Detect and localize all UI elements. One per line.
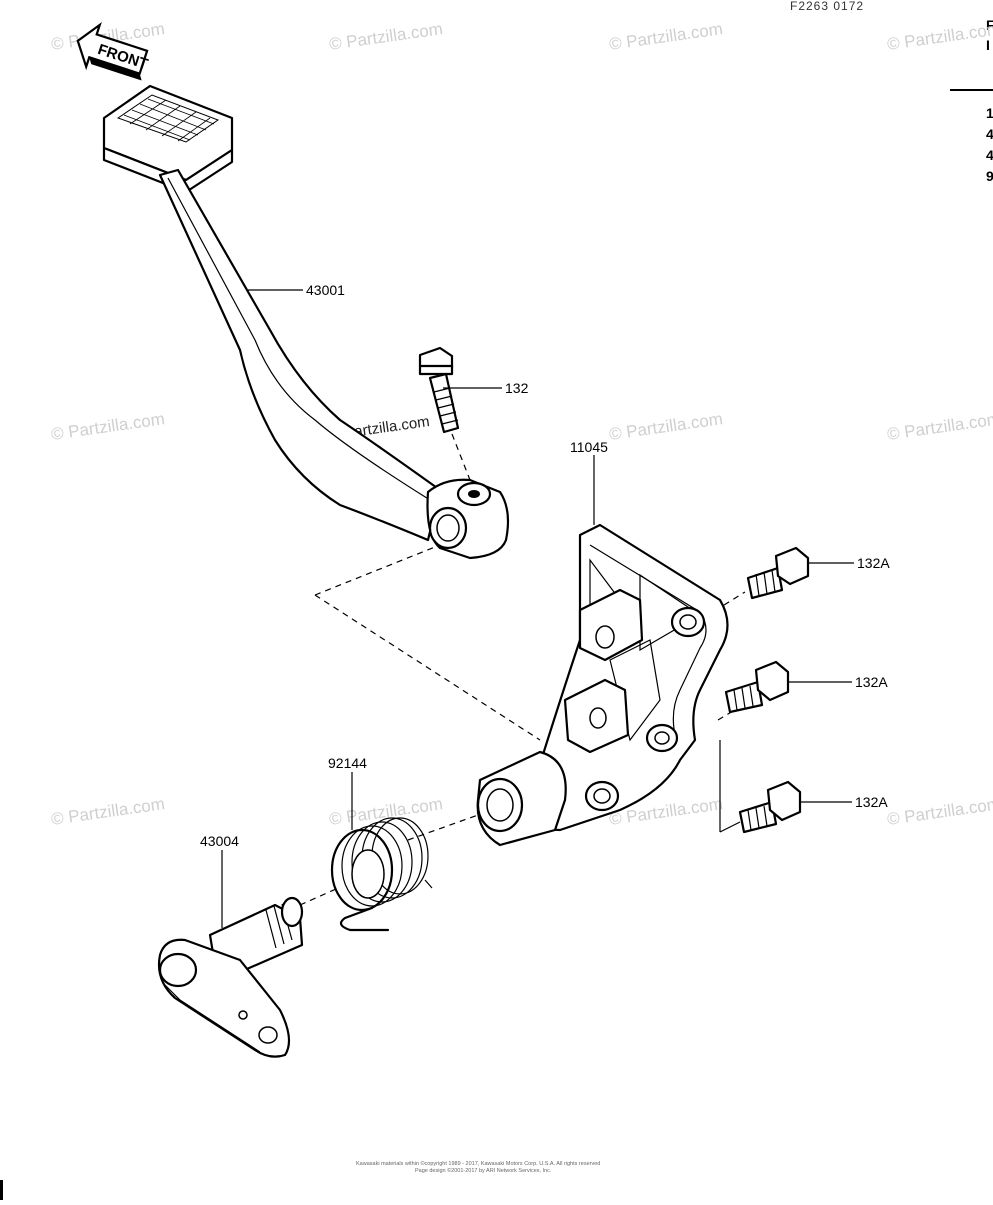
bracket-part [476, 523, 729, 847]
copyright-line: Page design ©2001-2017 by ARI Network Se… [415, 1167, 552, 1174]
edge-glyph: 4 [986, 126, 993, 142]
edge-glyph: 9 [986, 168, 993, 184]
assembly-line [299, 884, 346, 906]
assembly-line [723, 591, 746, 606]
label-132a-top: 132A [857, 555, 890, 571]
spring-part [330, 817, 433, 932]
bolt-132-part [418, 346, 471, 481]
label-132: 132 [505, 380, 529, 396]
copyright-line: Kawasaki materials within ©copyright 198… [356, 1160, 600, 1167]
front-arrow-icon: FRONT [76, 22, 150, 81]
label-43001: 43001 [306, 282, 345, 298]
shaft-arm-part [157, 896, 304, 1058]
watermark: © Partzilla.com [886, 19, 993, 54]
watermark: © Partzilla.com [50, 409, 166, 444]
assembly-line [314, 544, 441, 596]
edge-glyph: I [986, 37, 990, 53]
callouts: 43001 132 11045 132A 132A 132A 92144 430… [200, 282, 890, 928]
edge-glyph: F [986, 17, 993, 33]
edge-glyphs: F I 1 4 4 9 [950, 17, 993, 184]
watermark: © Partzilla.com [608, 19, 724, 54]
watermark: © Partzilla.com [328, 19, 444, 54]
label-132a-mid: 132A [855, 674, 888, 690]
assembly-line [717, 707, 739, 721]
assembly-line [314, 594, 541, 741]
label-132a-bottom: 132A [855, 794, 888, 810]
assembly-line [407, 814, 479, 841]
bolt-132a-mid-part [724, 660, 790, 714]
watermark: © Partzilla.com [608, 409, 724, 444]
bolt-132a-top-part [746, 546, 810, 600]
watermark: © Partzilla.com [886, 794, 993, 829]
watermark: © Partzilla.com [50, 794, 166, 829]
label-11045: 11045 [570, 439, 608, 455]
brake-pedal-part [102, 84, 510, 560]
bolt-132a-bottom-part [738, 780, 802, 834]
edge-mark [0, 1180, 3, 1200]
edge-glyph: 1 [986, 105, 993, 121]
assembly-line [719, 821, 741, 833]
label-43004: 43004 [200, 833, 239, 849]
edge-glyph: 4 [986, 147, 993, 163]
header-code: F2263 0172 [790, 0, 864, 13]
label-92144: 92144 [328, 755, 367, 771]
watermark: © Partzilla.com [886, 409, 993, 444]
